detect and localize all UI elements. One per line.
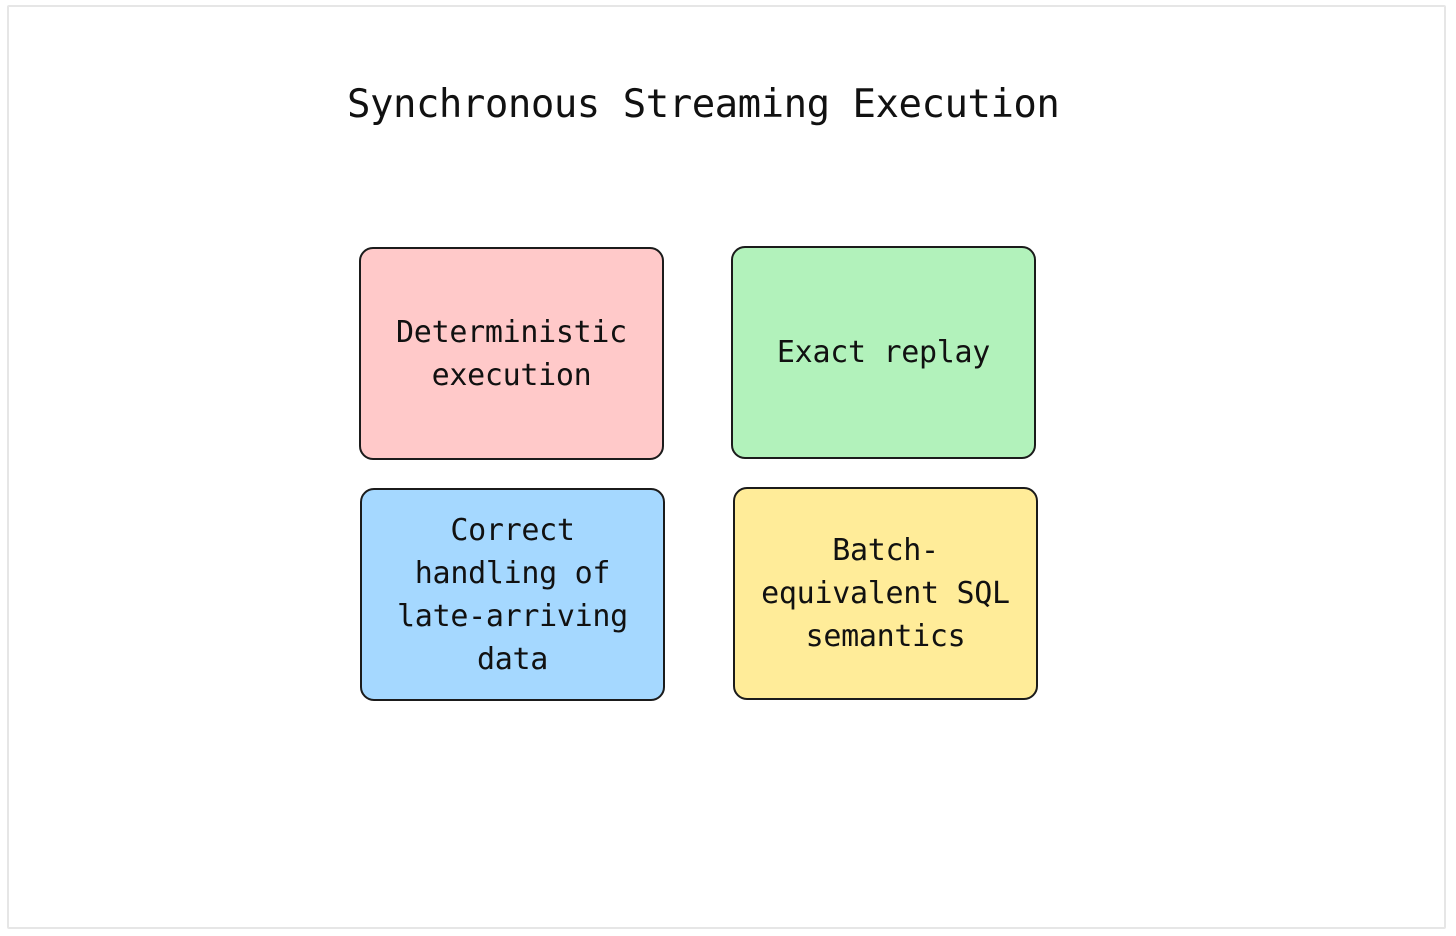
box-label-exact-replay: Exact replay <box>776 335 991 370</box>
box-batch-equivalent-sql: Batch- equivalent SQL semantics <box>733 487 1038 700</box>
box-label-batch-equivalent-sql: Batch- equivalent SQL semantics <box>761 533 1010 654</box>
box-label-late-arriving-data: Correct handling of late-arriving data <box>397 512 628 677</box>
diagram-canvas <box>7 5 1446 929</box>
box-exact-replay: Exact replay <box>731 246 1036 459</box>
box-late-arriving-data: Correct handling of late-arriving data <box>360 488 665 701</box>
box-deterministic-execution: Deterministic execution <box>359 247 664 460</box>
box-label-deterministic-execution: Deterministic execution <box>396 314 627 393</box>
diagram-title: Synchronous Streaming Execution <box>347 82 1060 127</box>
